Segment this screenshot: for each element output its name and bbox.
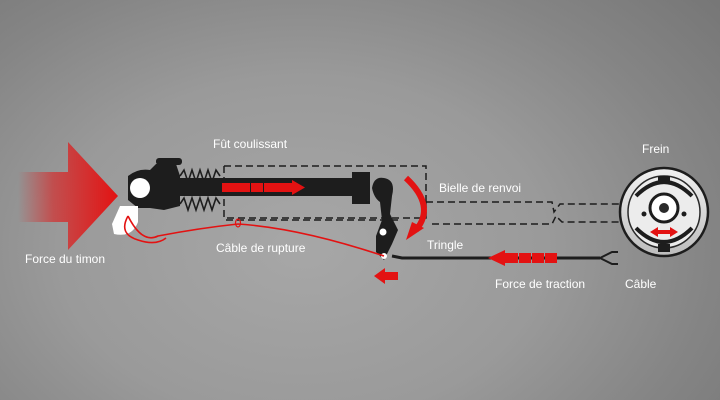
drum-brake <box>618 166 710 258</box>
label-frein: Frein <box>642 142 670 156</box>
safety-handle <box>112 206 138 235</box>
housing-outline <box>226 201 630 225</box>
label-bielle-de-renvoi: Bielle de renvoi <box>439 181 522 195</box>
label-force-de-traction: Force de traction <box>495 277 586 291</box>
label-fut-coulissant: Fût coulissant <box>213 137 288 151</box>
breakaway-cable <box>123 215 385 257</box>
label-cable-de-rupture: Câble de rupture <box>216 241 306 255</box>
force-du-timon-arrow <box>18 142 118 250</box>
label-force-du-timon: Force du timon <box>25 252 106 266</box>
small-force-arrow <box>374 268 398 284</box>
bell-crank <box>372 177 398 260</box>
bielle-rotation-arrow <box>403 175 427 240</box>
label-tringle: Tringle <box>427 238 464 252</box>
coupling-head <box>112 158 182 235</box>
coupling-ball <box>130 178 150 198</box>
sliding-shaft <box>178 172 370 204</box>
force-de-traction-arrow <box>488 250 557 266</box>
label-cable: Câble <box>625 277 657 291</box>
